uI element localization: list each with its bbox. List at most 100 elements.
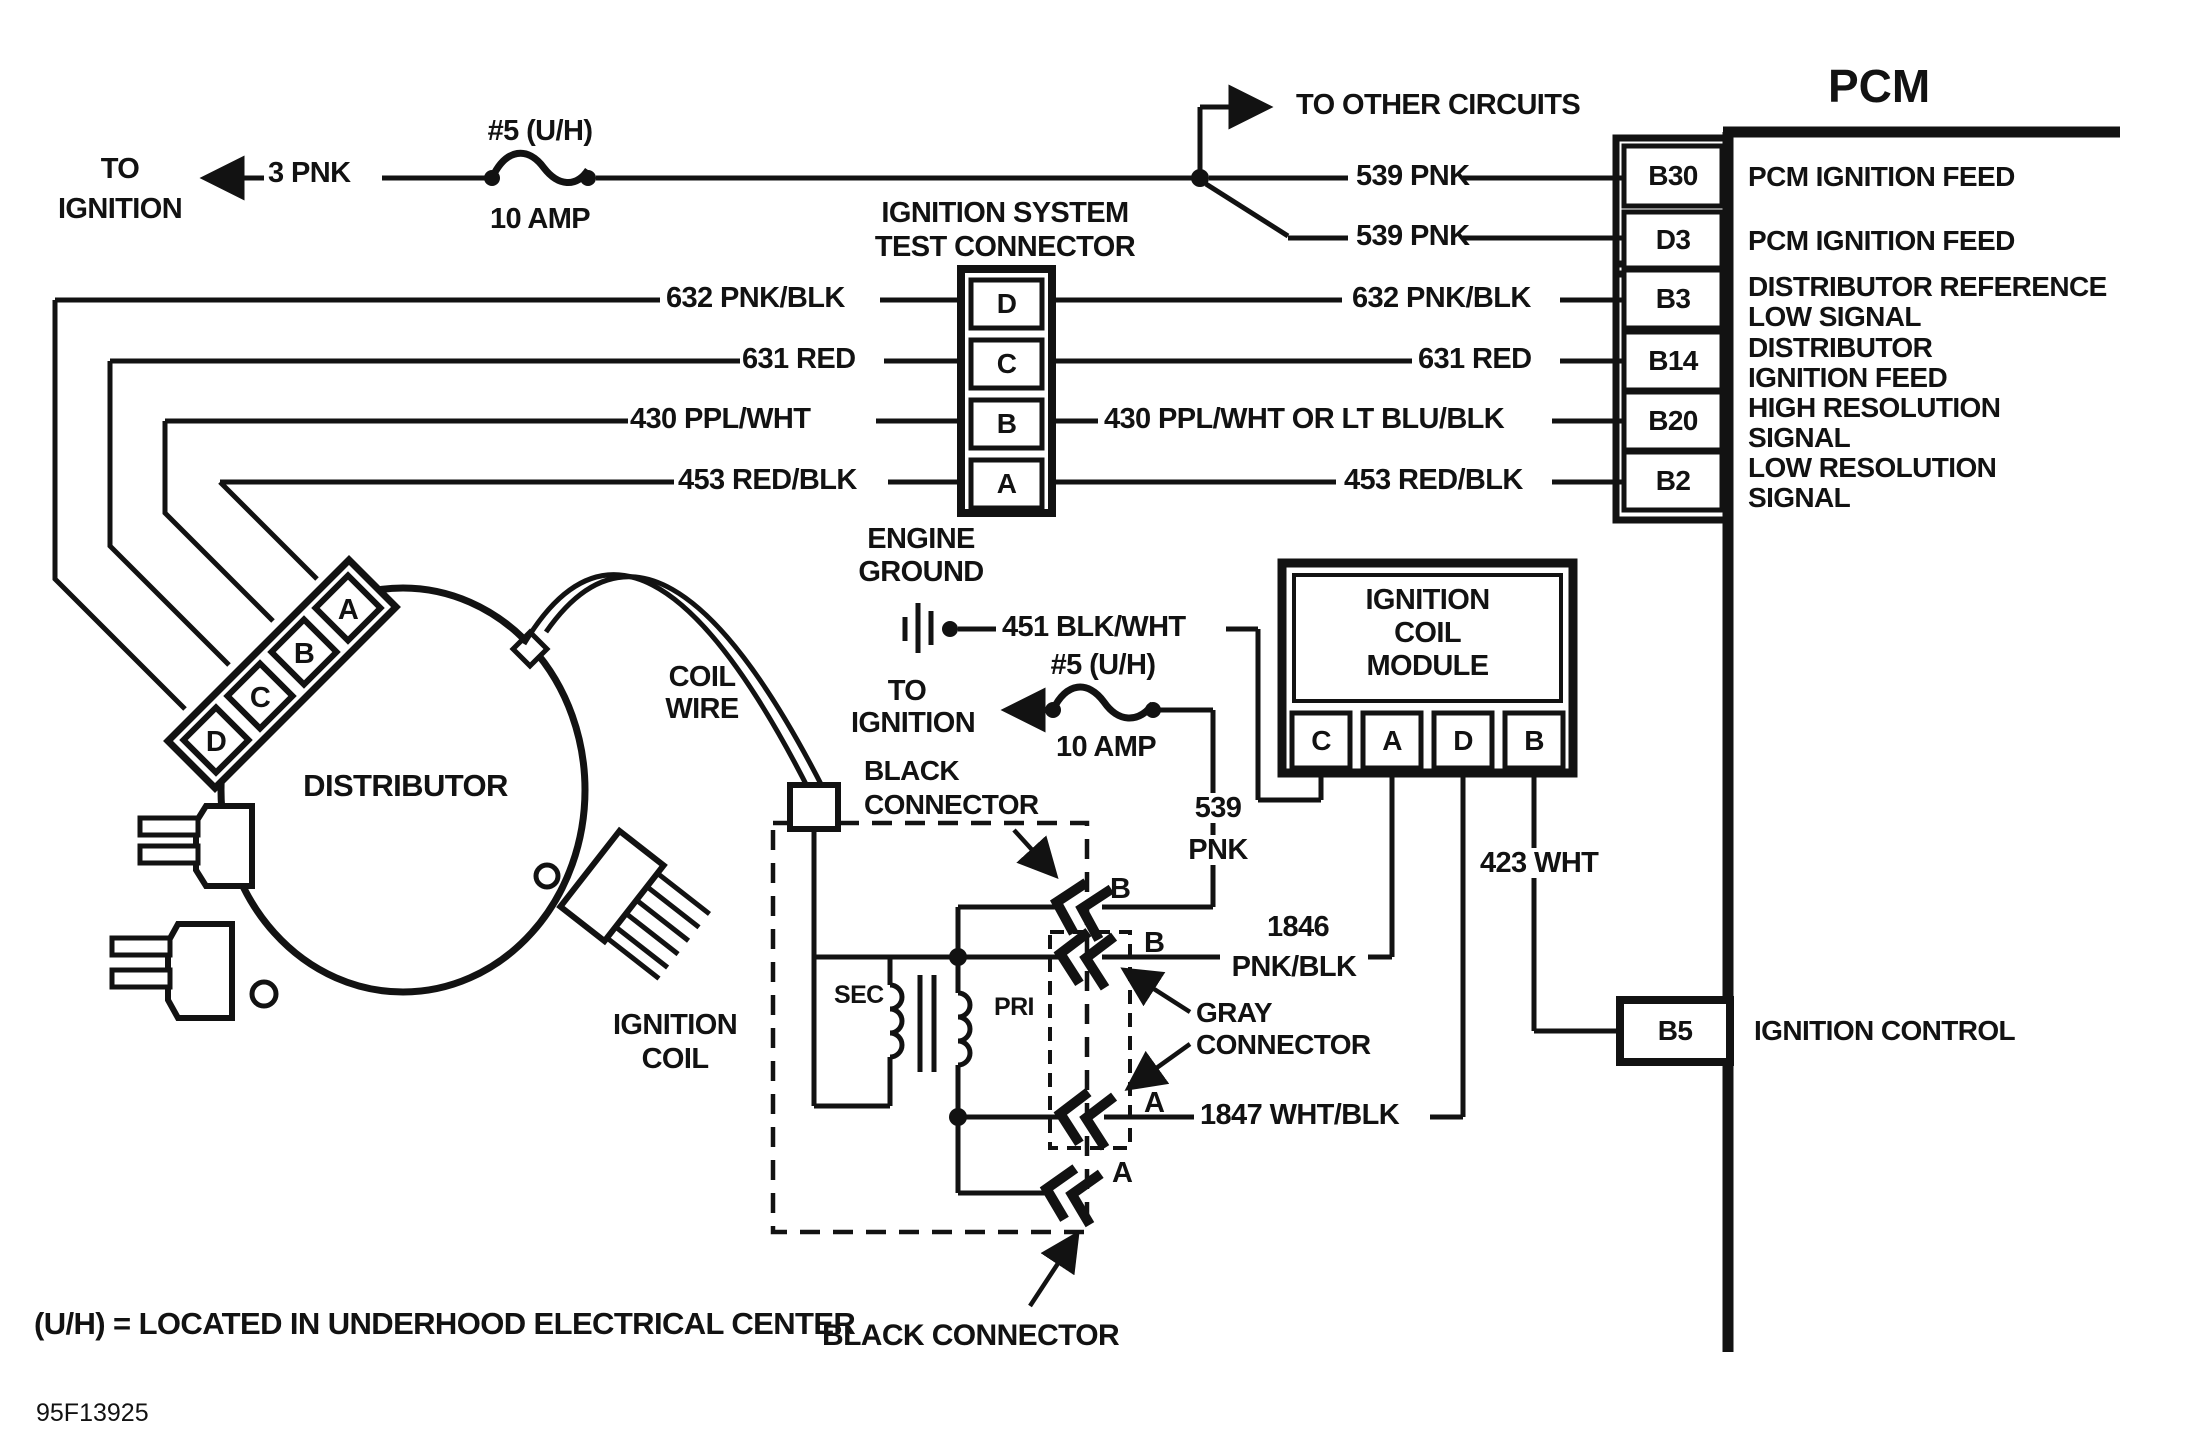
- gray-connector-dashed-box: [1048, 930, 1132, 1150]
- coil-pin-a-black: A: [1112, 1157, 1133, 1189]
- sec-winding: [889, 982, 905, 1060]
- distributor-pin-a: A: [337, 593, 359, 626]
- pcm-outline: [1612, 126, 2120, 1352]
- module-pin-a: A: [1382, 725, 1402, 756]
- coil-pin-b-black: B: [1110, 873, 1131, 905]
- pcm-desc-b3-1: DISTRIBUTOR REFERENCE: [1748, 271, 2107, 302]
- engine-ground-label-1: ENGINE: [867, 523, 975, 555]
- to-other-circuits-label: TO OTHER CIRCUITS: [1296, 89, 1581, 121]
- module-title-1: IGNITION: [1365, 584, 1490, 616]
- pcm-pin-b3: B3: [1655, 283, 1691, 314]
- module-title-3: MODULE: [1366, 650, 1489, 682]
- pcm-desc-d3: PCM IGNITION FEED: [1748, 225, 2015, 256]
- gray-connector-label-1: GRAY: [1196, 997, 1273, 1028]
- test-pin-a: A: [996, 468, 1017, 499]
- left-plug-lower: [165, 921, 235, 1021]
- fuse-icon-mid: [1049, 683, 1156, 722]
- terminal-chevron-b-black: [1049, 878, 1115, 942]
- ignition-coil-graphic: [770, 775, 1466, 1235]
- engine-ground-icon: [902, 603, 996, 653]
- test-connector-box: [957, 265, 1056, 517]
- to-ignition-label-2: IGNITION: [57, 193, 183, 225]
- junction-dot: [949, 948, 967, 966]
- pcm-pin-b2: B2: [1655, 465, 1691, 496]
- test-pin-d: D: [996, 288, 1017, 319]
- test-pin-b: B: [996, 408, 1017, 439]
- junction-dot: [1191, 169, 1209, 187]
- fuse-rating-mid: 10 AMP: [1055, 731, 1157, 763]
- signal-row-wiring: [52, 297, 1624, 711]
- wire-423-label: 423 WHT: [1476, 848, 1603, 878]
- black-connector-top-2: CONNECTOR: [864, 789, 1039, 820]
- module-title-2: COIL: [1394, 617, 1461, 649]
- junction-dot: [949, 1108, 967, 1126]
- coil-tower: [787, 782, 841, 832]
- ignition-coil-label-2: COIL: [641, 1043, 709, 1075]
- pcm-desc-b2-1: LOW RESOLUTION: [1748, 452, 1997, 483]
- module-pin-b: B: [1524, 725, 1544, 756]
- wire-left-430: 430 PPL/WHT: [630, 403, 811, 435]
- pcm-pin-b30: B30: [1648, 160, 1698, 191]
- wire-1846-label-2: PNK/BLK: [1220, 952, 1368, 982]
- pcm-desc-b20-1: HIGH RESOLUTION: [1748, 392, 2001, 423]
- coil-wire-label-2: WIRE: [665, 693, 739, 725]
- pcm-desc-b14-2: IGNITION FEED: [1748, 362, 1948, 393]
- reference-number: 95F13925: [36, 1399, 149, 1427]
- wire-539-vert-1: 539: [1183, 793, 1253, 823]
- fuse-icon: [488, 149, 591, 186]
- terminal-chevron-a-gray: [1053, 1088, 1118, 1151]
- pcm-desc-b14-1: DISTRIBUTOR: [1748, 332, 1933, 363]
- test-connector-title-2: TEST CONNECTOR: [874, 231, 1136, 263]
- coil-wire: [521, 572, 813, 794]
- fuse-name-mid: #5 (U/H): [1050, 649, 1156, 681]
- wire-left-631: 631 RED: [742, 343, 856, 375]
- pri-label: PRI: [994, 993, 1034, 1021]
- coil-pin-b-gray: B: [1144, 927, 1165, 959]
- left-plug-upper: [193, 803, 255, 889]
- wire-451-path: [1226, 626, 1324, 803]
- fuse-name-label: #5 (U/H): [487, 115, 593, 147]
- main-feed-wiring: [199, 84, 1624, 241]
- distributor-label: DISTRIBUTOR: [303, 768, 508, 803]
- pcm-desc-b20-2: SIGNAL: [1748, 422, 1851, 453]
- coil-dashed-box: [770, 820, 1090, 1235]
- fuse-rating-label: 10 AMP: [489, 203, 591, 235]
- module-box: [1277, 558, 1578, 778]
- wire-right-632: 632 PNK/BLK: [1352, 282, 1531, 314]
- to-ignition-mid-2: IGNITION: [850, 707, 976, 739]
- pcm-desc-b3-2: LOW SIGNAL: [1748, 301, 1921, 332]
- wire-1846-label-1: 1846: [1252, 912, 1344, 942]
- wire-1847-label: 1847 WHT/BLK: [1196, 1100, 1404, 1130]
- pcm-desc-b5: IGNITION CONTROL: [1754, 1015, 2016, 1046]
- wire-3pnk-label: 3 PNK: [268, 157, 351, 189]
- callout-arrows: [1012, 828, 1192, 1308]
- sec-label: SEC: [834, 981, 884, 1009]
- coil-pin-a-gray: A: [1144, 1087, 1165, 1119]
- wire-539-vert-2: PNK: [1183, 835, 1253, 865]
- black-connector-top-1: BLACK: [864, 755, 960, 786]
- ignition-coil-label-1: IGNITION: [612, 1009, 738, 1041]
- test-pin-c: C: [996, 348, 1017, 379]
- distributor-graphic: [109, 555, 827, 1021]
- coil-wire-label-1: COIL: [668, 661, 736, 693]
- wire-right-453: 453 RED/BLK: [1344, 464, 1523, 496]
- terminal-chevron-a-black: [1039, 1164, 1104, 1228]
- pcm-desc-b30: PCM IGNITION FEED: [1748, 161, 2015, 192]
- pcm-desc-b2-2: SIGNAL: [1748, 482, 1851, 513]
- module-pin-c: C: [1311, 725, 1331, 756]
- right-plug: [556, 826, 712, 981]
- underhood-note: (U/H) = LOCATED IN UNDERHOOD ELECTRICAL …: [34, 1306, 856, 1341]
- terminal-chevron-b-gray: [1053, 928, 1118, 991]
- pcm-pin-b5: B5: [1657, 1015, 1693, 1046]
- feed-junctions: [484, 169, 1209, 187]
- gray-connector-label-2: CONNECTOR: [1196, 1029, 1371, 1060]
- module-pin-d: D: [1453, 725, 1473, 756]
- to-ignition-label-1: TO: [100, 153, 140, 185]
- wire-left-453: 453 RED/BLK: [678, 464, 857, 496]
- distributor-body: [217, 584, 589, 996]
- pcm-pin-b20: B20: [1648, 405, 1698, 436]
- wire-539-bottom-label: 539 PNK: [1356, 220, 1470, 252]
- pcm-pin-d3: D3: [1655, 224, 1691, 255]
